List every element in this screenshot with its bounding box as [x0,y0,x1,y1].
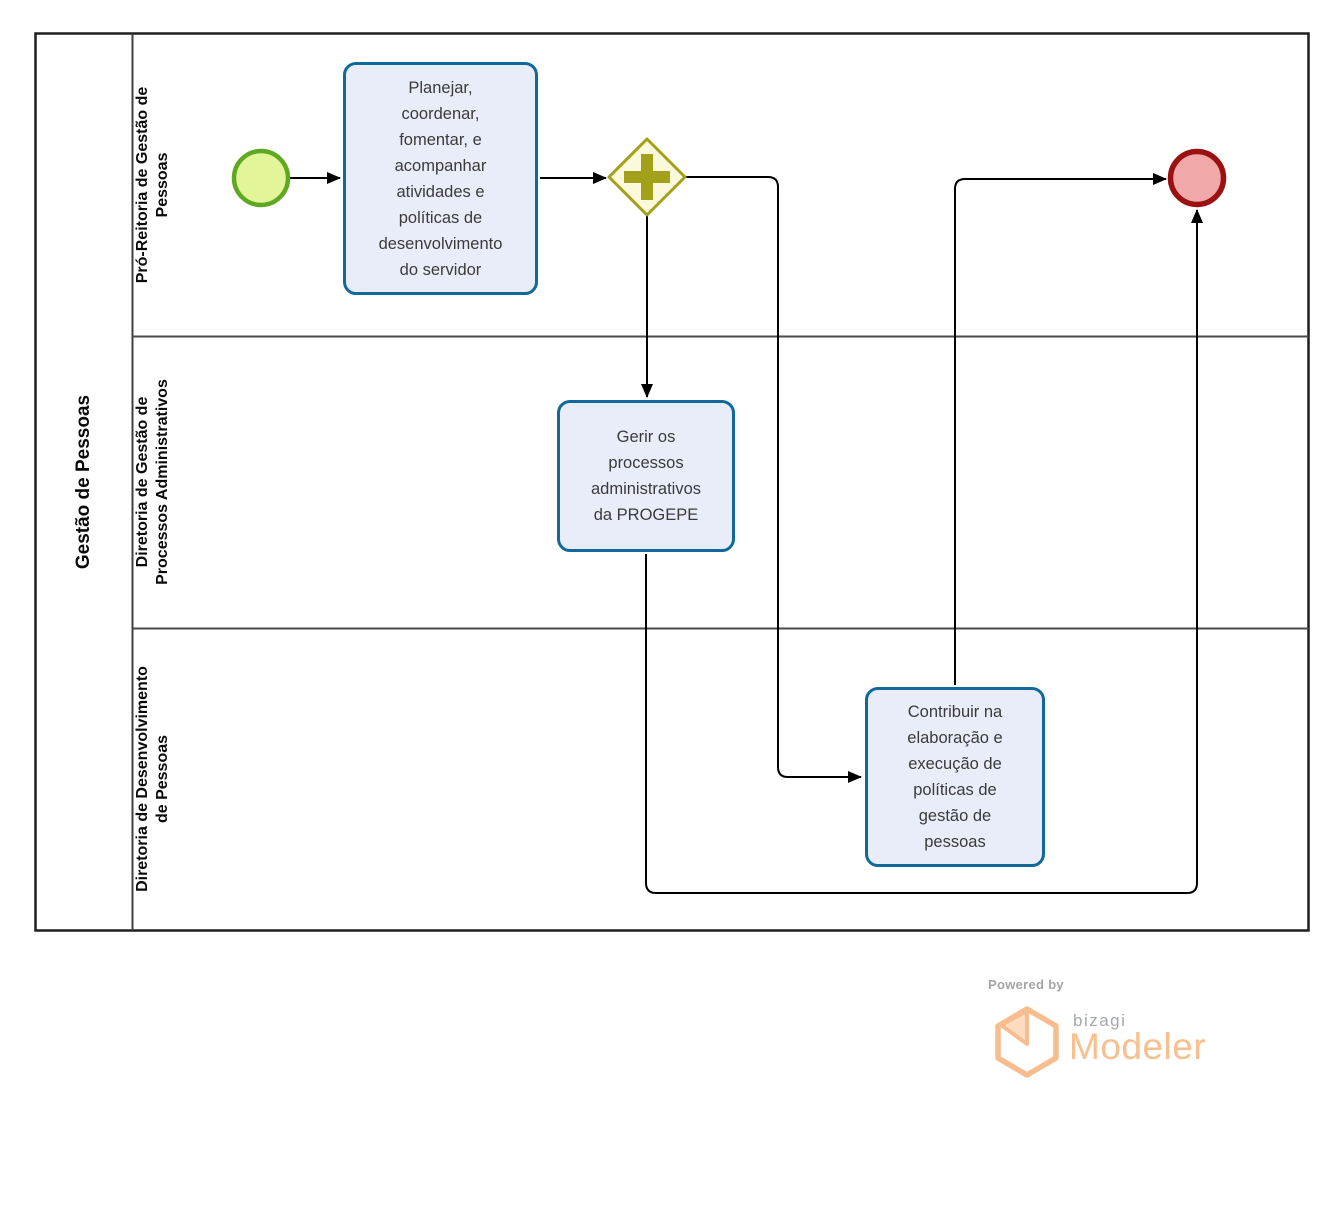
flow-contribuir-to-end [954,173,1167,685]
plus-icon [624,154,670,200]
task-planejar: Planejar, coordenar, fomentar, e acompan… [343,62,538,295]
lane-label-gestao-processos: Diretoria de Gestão de Processos Adminis… [134,379,171,585]
start-event [231,148,291,208]
lane-label-desenvolvimento: Diretoria de Desenvolvimento de Pessoas [134,666,171,892]
task-gerir: Gerir os processos administrativos da PR… [557,400,735,552]
flow-gerir-to-end [645,209,1203,894]
bizagi-text: bizagi [1073,1011,1127,1030]
pool-border [34,32,1310,932]
pool-label: Gestão de Pessoas [73,394,94,570]
powered-by-text: Powered by [988,977,1064,992]
bizagi-logo-icon [995,1006,1059,1078]
flow-gateway-to-contribuir [686,176,862,783]
end-event [1167,148,1227,208]
parallel-gateway [607,137,687,217]
task-contribuir: Contribuir na elaboração e execução de p… [865,687,1045,867]
lane-label-pro-reitoria: Pró-Reitoria de Gestão de Pessoas [134,86,171,284]
modeler-text: Modeler [1069,1026,1207,1067]
